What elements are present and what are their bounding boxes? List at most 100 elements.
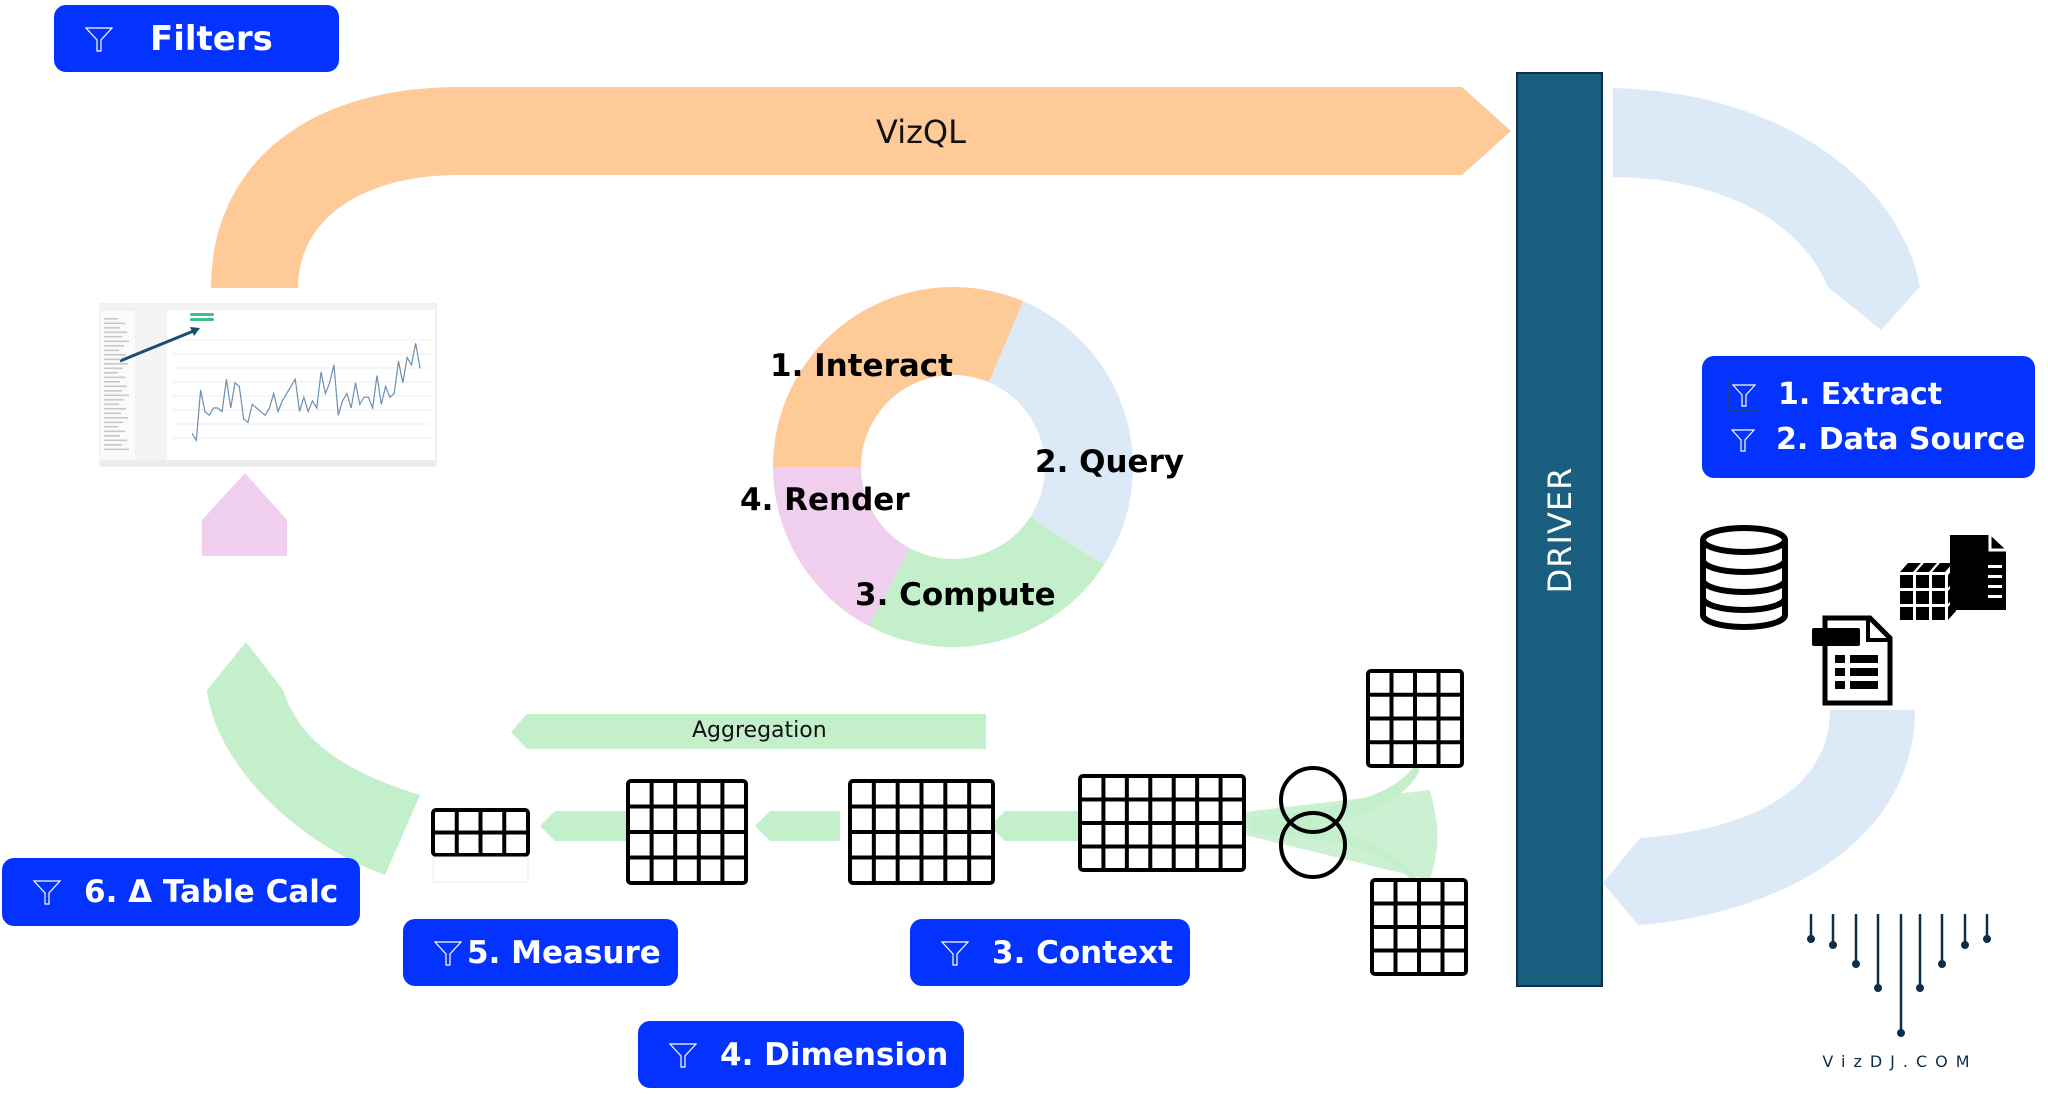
aggregation-arrow (511, 714, 986, 749)
funnel-icon (1728, 378, 1760, 411)
table-grids (431, 669, 1468, 976)
field-list-item (104, 448, 129, 451)
spreadsheet-file-icon (1812, 615, 1893, 706)
join-band (1245, 790, 1438, 880)
dimension-box[interactable]: 4. Dimension (638, 1021, 964, 1088)
field-list-item (104, 439, 127, 442)
cube-top-cell (1900, 563, 1921, 572)
data-table-grid (626, 779, 748, 885)
cycle-label-compute: 3. Compute (855, 577, 1056, 613)
filter-item-data-source[interactable]: 2. Data Source (1728, 422, 2025, 457)
funnel-icon (32, 880, 62, 905)
vizql-label: VizQL (876, 113, 966, 151)
vizql-arrow (211, 87, 1511, 288)
cube-side-cell (1948, 582, 1956, 604)
field-list-item (104, 376, 125, 379)
field-list-item (104, 327, 120, 329)
data-table-grid (1366, 669, 1464, 768)
cycle-donut (773, 286, 1133, 647)
filters-label: Filters (150, 18, 273, 59)
cube-top-cell (1932, 563, 1953, 572)
funnel-icon (433, 940, 463, 966)
cube-cell (1916, 607, 1929, 620)
cube-cell (1932, 607, 1945, 620)
flow-arrow (990, 811, 1078, 841)
database-icon (1700, 525, 1788, 630)
logo-dot (1938, 960, 1946, 968)
cycle-segment-query (988, 301, 1133, 566)
measure-label: 5. Measure (467, 934, 661, 971)
data-cube-icon (1900, 535, 2006, 620)
field-list-item (104, 318, 118, 320)
field-list-item (104, 363, 128, 365)
field-list-item (104, 390, 122, 392)
cycle-segment-interact (773, 286, 1024, 467)
cycle-segment-compute (868, 517, 1104, 647)
brand-logo-text: VizDJ.COM (1822, 1052, 1978, 1071)
field-list-item (104, 367, 123, 370)
logo-dot (1897, 1029, 1905, 1037)
logo-dot (1829, 941, 1837, 949)
cube-cell (1916, 575, 1929, 588)
field-list-item (104, 336, 122, 338)
cube-cell (1900, 607, 1913, 620)
table-calc-box[interactable]: 6. Δ Table Calc (2, 858, 360, 926)
field-list-item (104, 322, 125, 325)
query-arrow-down (1613, 88, 1920, 330)
cube-cell (1932, 591, 1945, 604)
cube-side-cell (1948, 566, 1956, 588)
flow-arrow (755, 811, 840, 841)
funnel-icon (84, 26, 114, 52)
render-arrow (202, 473, 287, 556)
field-list-item (104, 331, 127, 334)
driver-bar: DRIVER (1516, 72, 1603, 987)
logo-dot (1983, 935, 1991, 943)
cube-cell (1932, 575, 1945, 588)
logo-dot (1874, 984, 1882, 992)
context-label: 3. Context (992, 934, 1173, 971)
logo-dot (1916, 984, 1924, 992)
cycle-label-query: 2. Query (1035, 444, 1185, 480)
screenshot-line-chart (191, 343, 421, 443)
field-list-item (104, 417, 128, 419)
data-table-grid (1078, 774, 1246, 872)
context-box[interactable]: 3. Context (910, 919, 1190, 986)
field-list-item (104, 408, 126, 410)
field-list-item (104, 345, 124, 347)
data-table-grid (431, 808, 530, 857)
cube-cell (1916, 591, 1929, 604)
empty-row-placeholder (432, 856, 529, 883)
cube-cell (1900, 575, 1913, 588)
aggregation-label: Aggregation (692, 718, 827, 743)
data-table-grid (848, 779, 995, 885)
tableau-screenshot (99, 303, 437, 467)
cube-cell (1900, 591, 1913, 604)
field-list-item (104, 340, 129, 343)
extract-label: 1. Extract (1778, 377, 1943, 412)
field-list-item (104, 394, 129, 397)
field-list-item (104, 372, 118, 374)
field-list-item (104, 399, 124, 401)
join-circle-top (1279, 766, 1347, 834)
logo-dot (1961, 941, 1969, 949)
field-list-item (104, 426, 118, 428)
field-list-item (104, 421, 123, 424)
funnel-icon (940, 940, 970, 966)
logo-dot (1852, 960, 1860, 968)
cycle-label-interact: 1. Interact (770, 348, 953, 384)
cycle-segment-render (773, 467, 910, 626)
data-table-grid (1370, 878, 1468, 976)
compute-arrow-arc (207, 642, 420, 875)
field-list-item (104, 385, 127, 388)
filters-header-box[interactable]: Filters (54, 5, 339, 72)
field-list-item (104, 403, 119, 406)
field-list-item (104, 354, 126, 356)
extract-datasource-box[interactable]: 1. Extract 2. Data Source (1702, 356, 2035, 478)
measure-box[interactable]: 5. Measure (403, 919, 678, 986)
field-list-item (104, 358, 121, 361)
query-arrow-return (1603, 710, 1915, 925)
field-list-item (104, 381, 120, 383)
join-circle-bottom (1279, 811, 1347, 879)
driver-label: DRIVER (1540, 466, 1579, 593)
filter-item-extract[interactable]: 1. Extract (1728, 377, 1942, 412)
